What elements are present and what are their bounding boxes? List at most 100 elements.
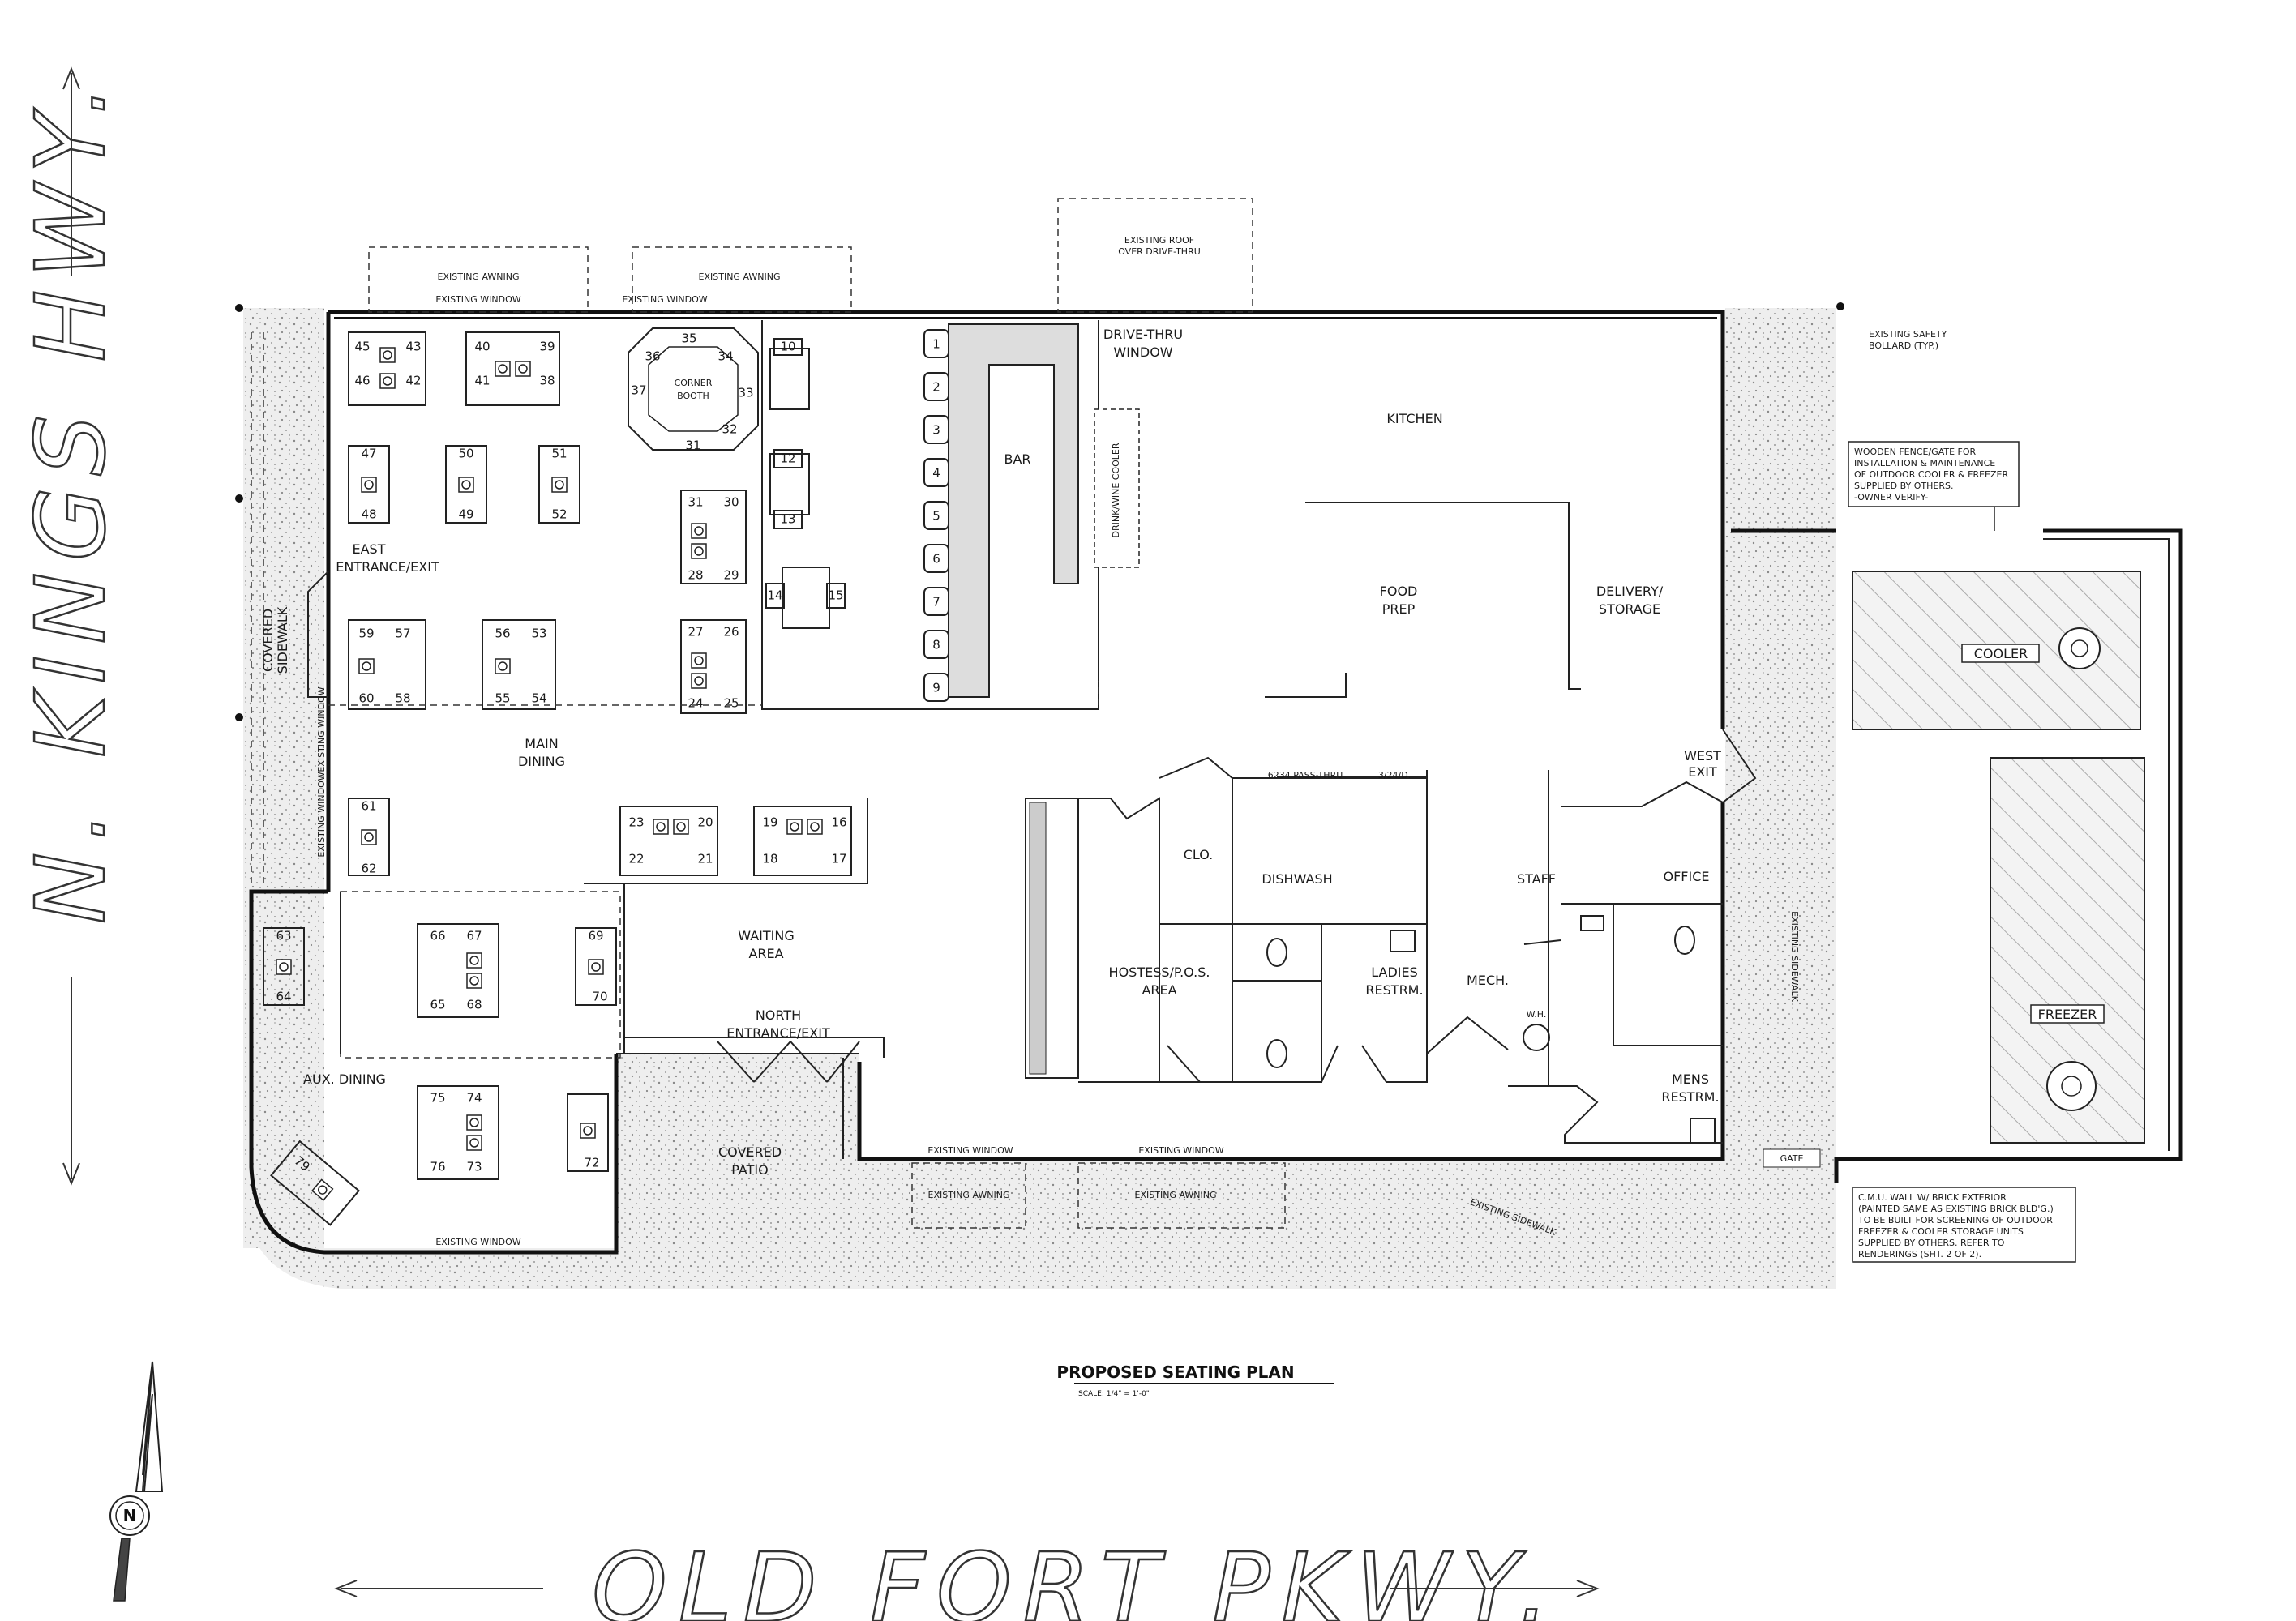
seat-number: 13 — [780, 512, 795, 527]
dining-tables: 45 43 46 42 40 39 41 38 47 48 50 49 51 5… — [263, 331, 868, 1226]
east-entrance-label-2: ENTRANCE/EXIT — [336, 559, 439, 575]
seat-number: 12 — [780, 451, 795, 466]
seat-number: 63 — [276, 929, 291, 943]
ladies-label-2: RESTRM. — [1365, 982, 1423, 998]
drawing-title: PROPOSED SEATING PLAN — [1056, 1362, 1294, 1382]
cmu-wall-note: C.M.U. WALL W/ BRICK EXTERIOR (PAINTED S… — [1852, 1187, 2076, 1263]
seat-number: 8 — [932, 638, 940, 652]
seat-number: 57 — [395, 627, 410, 641]
seat-number: 70 — [592, 990, 607, 1004]
seat-number: 33 — [738, 386, 753, 400]
seat-number: 48 — [361, 507, 376, 522]
seat-number: 26 — [723, 625, 739, 639]
cmu-note-line: TO BE BUILT FOR SCREENING OF OUTDOOR — [1857, 1215, 2053, 1225]
corner-booth-2: BOOTH — [677, 391, 709, 401]
window-label-3: EXISTING WINDOW — [927, 1145, 1013, 1156]
seat-number: 73 — [466, 1160, 482, 1174]
seat-number: 15 — [828, 588, 843, 603]
seat-number: 60 — [358, 691, 374, 706]
sw-sidewalk-corner — [243, 1167, 616, 1289]
seat-number: 30 — [723, 495, 739, 510]
seat-number: 74 — [466, 1091, 482, 1106]
drawing-scale: SCALE: 1/4" = 1'-0" — [1078, 1390, 1150, 1398]
seat-number: 25 — [723, 696, 739, 711]
mens-label-2: RESTRM. — [1661, 1089, 1719, 1105]
seat-number: 41 — [474, 374, 490, 388]
awning-label-3: EXISTING AWNING — [928, 1190, 1010, 1200]
pass-thru-b-label: 3/24/D. — [1378, 770, 1411, 781]
freezer-label: FREEZER — [2038, 1007, 2097, 1022]
seat-number: 24 — [688, 696, 703, 711]
waiting-label-2: AREA — [748, 946, 783, 961]
pass-thru-label: 6234 PASS-THRU — [1268, 770, 1343, 781]
seat-number: 3 — [932, 423, 940, 438]
seat-number: 31 — [688, 495, 703, 510]
hostess-label-2: AREA — [1142, 982, 1176, 998]
window-label-4: EXISTING WINDOW — [1138, 1145, 1223, 1156]
seat-number: 54 — [531, 691, 546, 706]
food-prep-label-2: PREP — [1382, 601, 1416, 617]
window-label-2: EXISTING WINDOW — [622, 294, 707, 305]
fence-note: WOODEN FENCE/GATE FOR INSTALLATION & MAI… — [1848, 441, 2020, 531]
seat-number: 50 — [458, 447, 473, 461]
clo-label: CLO. — [1184, 847, 1214, 862]
window-label-5: EXISTING WINDOW — [435, 1237, 520, 1247]
seat-number: 49 — [458, 507, 473, 522]
seat-number: 18 — [762, 852, 777, 866]
south-sidewalk — [859, 1159, 1836, 1289]
covered-sidewalk-2: SIDEWALK — [275, 606, 290, 674]
gate-label: GATE — [1780, 1153, 1804, 1164]
seat-number: 43 — [405, 340, 421, 354]
bollard-icon — [235, 304, 243, 312]
seat-number: 6 — [932, 552, 940, 567]
seat-number: 42 — [405, 374, 421, 388]
drive-thru-label-1: DRIVE-THRU — [1103, 327, 1183, 342]
seat-number: 53 — [531, 627, 546, 641]
seat-number: 64 — [276, 990, 291, 1004]
north-label: N — [123, 1506, 137, 1525]
seat-number: 46 — [354, 374, 370, 388]
north-entrance-label-1: NORTH — [756, 1007, 801, 1023]
main-dining-label-1: MAIN — [525, 736, 558, 751]
roof-label-1: EXISTING ROOF — [1124, 235, 1194, 246]
awning-label-2: EXISTING AWNING — [699, 272, 781, 282]
seat-number: 23 — [628, 815, 644, 830]
awning-center — [632, 246, 852, 313]
west-sidewalk — [243, 308, 324, 1251]
office-label: OFFICE — [1664, 869, 1710, 884]
seat-number: 56 — [495, 627, 510, 641]
seat-number: 10 — [780, 340, 795, 354]
bar-stools: 1 2 3 4 5 6 7 8 9 — [923, 329, 949, 702]
delivery-label-2: STORAGE — [1599, 601, 1660, 617]
fan-icon — [2058, 627, 2101, 669]
staff-label: STAFF — [1517, 871, 1556, 887]
seat-number: 68 — [466, 998, 482, 1012]
seat-number: 19 — [762, 815, 777, 830]
seat-number: 27 — [688, 625, 703, 639]
drive-thru-label-2: WINDOW — [1113, 344, 1172, 360]
sidewalk-label-e: EXISTING SIDEWALK — [1789, 911, 1800, 1003]
corner-booth-1: CORNER — [675, 378, 713, 388]
bollard-icon — [235, 494, 243, 503]
seat-number: 5 — [932, 509, 940, 524]
back-of-house: 6234 PASS-THRU 3/24/D. — [1025, 756, 1724, 1144]
fence-note-line: SUPPLIED BY OTHERS. — [1854, 481, 1953, 491]
food-prep-wall — [1305, 502, 1581, 690]
outdoor-storage-enclosure: COOLER FREEZER GATE — [1731, 528, 2183, 1183]
seat-number: 75 — [430, 1091, 445, 1106]
seat-number: 52 — [551, 507, 567, 522]
awning-south-b — [1077, 1162, 1286, 1229]
seat-number: 58 — [395, 691, 410, 706]
delivery-label-1: DELIVERY/ — [1596, 584, 1664, 599]
covered-patio-label-2: PATIO — [731, 1162, 768, 1178]
north-arrow-icon: N — [109, 1361, 164, 1602]
fence-note-line: -OWNER VERIFY- — [1854, 492, 1928, 503]
dishwash-label: DISHWASH — [1262, 871, 1332, 887]
aux-dining-label: AUX. DINING — [303, 1071, 386, 1087]
seat-number: 62 — [361, 862, 376, 876]
seat-number: 37 — [631, 383, 646, 398]
seat-number: 72 — [584, 1156, 599, 1170]
seat-number: 40 — [474, 340, 490, 354]
east-sidewalk — [1725, 308, 1836, 1183]
seat-number: 31 — [685, 438, 700, 453]
